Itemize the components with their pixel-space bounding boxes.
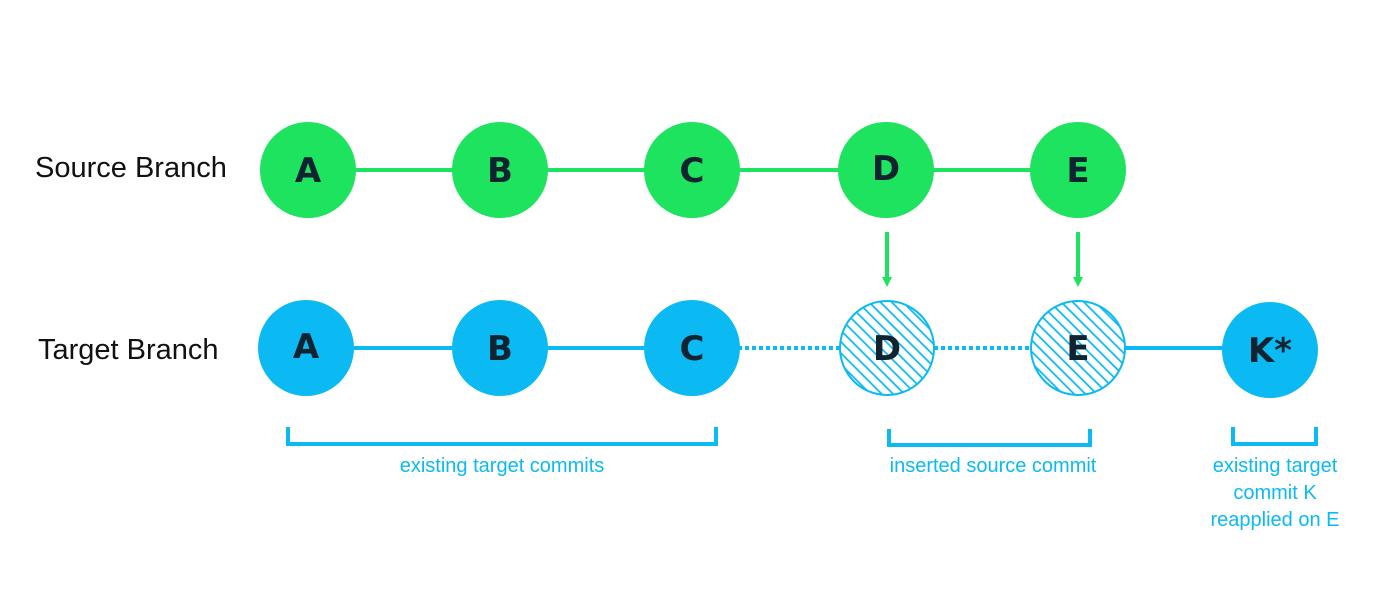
target-commit-b: B [452,300,548,396]
target-commit-d-label: D [873,329,901,369]
source-commit-b: B [452,122,548,218]
caption-reapplied-line-2: commit K [1233,482,1317,504]
target-commit-k: K* [1222,302,1318,398]
target-commit-a: A [258,300,354,396]
caption-existing-target-commits: existing target commits [400,455,605,477]
source-commit-b-label: B [487,151,513,191]
target-commit-e-hatched: E [1030,300,1126,396]
source-commit-a-label: A [295,151,322,191]
caption-reapplied-line-1: existing target [1213,455,1338,477]
caption-reapplied-line-3: reapplied on E [1211,509,1340,531]
source-commit-e: E [1030,122,1126,218]
bracket-inserted-commits [887,429,1092,447]
target-commit-e-label: E [1066,329,1089,369]
source-commit-d: D [838,122,934,218]
target-commit-k-label: K* [1248,331,1292,371]
target-commit-c: C [644,300,740,396]
target-commit-d-hatched: D [839,300,935,396]
source-commit-a: A [260,122,356,218]
target-commit-a-label: A [293,327,320,367]
source-commit-e-label: E [1066,151,1089,191]
target-commit-c-label: C [680,329,705,369]
target-commit-b-label: B [487,329,513,369]
bracket-reapplied-commit [1231,427,1318,446]
source-commit-c-label: C [680,151,705,191]
source-commit-d-label: D [872,149,900,189]
target-branch-label: Target Branch [38,334,219,366]
caption-inserted-source-commit: inserted source commit [890,455,1097,477]
source-branch-label: Source Branch [35,152,227,184]
bracket-existing-commits [286,427,718,446]
source-commit-c: C [644,122,740,218]
